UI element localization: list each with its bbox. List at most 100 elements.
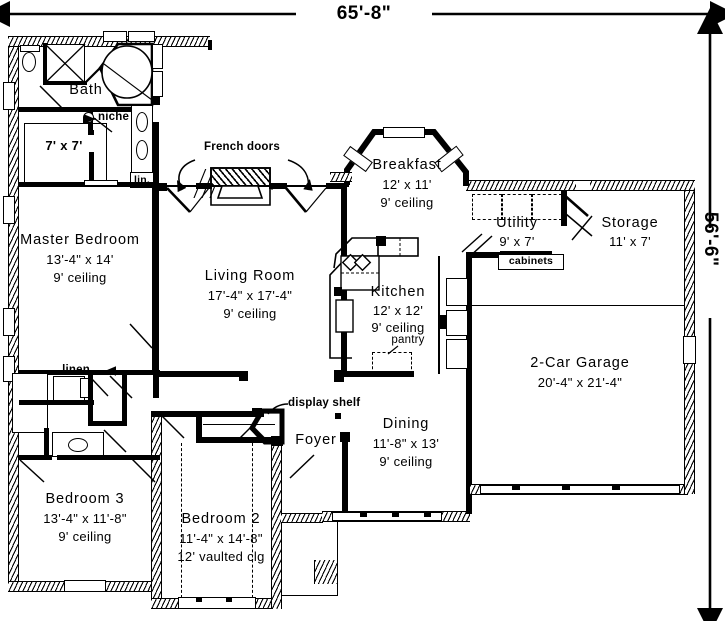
- wall-living-bottom: [159, 371, 247, 377]
- pantry-shelf: [372, 352, 412, 374]
- front-door-mullion-3: [424, 513, 431, 517]
- exterior-wall-bedroom2-left: [151, 411, 162, 609]
- front-door-mullion-2: [392, 513, 399, 517]
- garage-door-mullion-1: [512, 486, 520, 490]
- garage-side-window: [683, 336, 696, 364]
- room-label-bedroom2: Bedroom 2: [181, 511, 261, 527]
- room-label-foyer: Foyer: [295, 432, 337, 448]
- vault-line-left: [181, 443, 182, 598]
- kitchen-cabinet-run-1: [446, 278, 468, 306]
- wall-living-top: [159, 185, 349, 188]
- bath-bay-window-top-1: [103, 31, 127, 42]
- stoop-step-right: [314, 560, 338, 584]
- wall-foyer-closet-v: [196, 413, 202, 441]
- wall-foyer-top-cap: [252, 408, 262, 416]
- window-master-bath-left: [3, 82, 15, 110]
- overall-width-dimension: 65'-8": [336, 3, 392, 24]
- wall-bedroom3-top: [57, 455, 160, 460]
- toilet-tank: [20, 45, 40, 52]
- utility-appliance-1: [472, 194, 502, 220]
- vault-line-right: [252, 443, 253, 598]
- wall-master-right: [152, 186, 159, 372]
- wall-living-top-jamb-3: [269, 183, 287, 189]
- garage-door[interactable]: [480, 485, 680, 494]
- room-ceiling-living-room: 9' ceiling: [223, 306, 277, 321]
- wall-bathbay-corner: [152, 96, 160, 105]
- closet-door-slider[interactable]: [84, 180, 118, 186]
- room-label-living-room: Living Room: [204, 268, 296, 284]
- room-dim-storage: 11' x 7': [609, 234, 651, 249]
- room-dim-living-room: 17'-4" x 17'-4": [207, 288, 293, 303]
- top-wall-break: [576, 181, 590, 190]
- wall-bath-closet-divider: [19, 107, 137, 112]
- garage-door-mullion-2: [562, 486, 570, 490]
- wall-linen-left: [88, 398, 93, 426]
- front-door-mullion-1: [360, 513, 367, 517]
- walkin-closet-7x7: [24, 123, 107, 185]
- vanity-sink-1: [136, 112, 148, 132]
- front-stoop: [281, 520, 338, 596]
- wall-dining-left-stub: [342, 434, 348, 512]
- kitchen-cabinet-run-2: [446, 310, 468, 336]
- room-dim-utility: 9' x 7': [499, 234, 535, 249]
- room-label-kitchen: Kitchen: [370, 284, 426, 300]
- shower-stall: [45, 44, 85, 83]
- garage-door-mullion-3: [612, 486, 620, 490]
- bath-bay-window-right-2: [152, 71, 163, 97]
- front-door[interactable]: [332, 512, 442, 521]
- room-ceiling-bedroom2: 12' vaulted clg: [177, 549, 265, 564]
- wall-master-bottom: [19, 370, 119, 375]
- wall-dining-right: [466, 256, 472, 514]
- room-dim-dining: 11'-8" x 13': [372, 436, 440, 451]
- room-label-storage: Storage: [601, 215, 659, 231]
- wall-living-right: [341, 186, 347, 376]
- window-master-left-1: [3, 196, 15, 224]
- french-door-hatch-fill: [212, 169, 269, 185]
- room-label-bedroom3: Bedroom 3: [45, 491, 125, 507]
- wall-hall-bath2-top: [100, 370, 160, 375]
- overall-height-dimension: 56'-6": [700, 211, 722, 267]
- wall-foyer-bedroom2-top: [152, 411, 264, 417]
- wall-bath2-lower-divider: [44, 428, 49, 458]
- room-label-breakfast: Breakfast: [372, 157, 442, 173]
- wall-shower-bottom: [43, 81, 87, 85]
- pantry-label: pantry: [391, 334, 425, 346]
- cabinets-label-box: cabinets: [498, 254, 564, 270]
- bath-bay-window-right-1: [152, 44, 163, 69]
- wall-kitchen-bottom: [334, 371, 414, 377]
- wall-bath2-right: [88, 375, 93, 403]
- wall-bedroom2-right-jog: [271, 436, 283, 446]
- niche-label: niche: [98, 111, 130, 123]
- room-label-bath: Bath: [69, 82, 103, 98]
- bath2-toilet-bowl: [68, 438, 88, 452]
- vanity-sink-2: [136, 140, 148, 160]
- window-bedroom2-mullion-1: [196, 598, 202, 602]
- room-dim-bedroom2: 11'-4" x 14'-8": [179, 531, 263, 546]
- room-label-master-bedroom: Master Bedroom: [20, 232, 140, 248]
- stoop-step-upper: [281, 513, 323, 523]
- room-dim-master-bedroom: 13'-4" x 14': [46, 252, 114, 267]
- wall-shower-side: [43, 43, 47, 85]
- wall-living-top-jamb-1: [159, 183, 167, 191]
- french-doors-label: French doors: [204, 141, 280, 153]
- wall-dining-top: [335, 413, 341, 419]
- wall-closet-niche-jog-h: [88, 130, 94, 135]
- wall-living-bottom-stub: [239, 371, 248, 381]
- wall-hall-right: [153, 372, 159, 398]
- wall-living-top-jamb-2: [196, 183, 212, 189]
- window-bedroom3-bottom: [64, 580, 106, 592]
- utility-appliance-2: [502, 194, 532, 220]
- wall-kitchen-bottom-stub: [334, 370, 344, 382]
- linen-label: linen: [62, 364, 90, 376]
- wall-bath2-lower-bottom: [19, 455, 52, 460]
- bath-bay-wall-top: [208, 40, 212, 50]
- wall-kitchen-right-thin: [438, 256, 440, 374]
- room-dim-bedroom3: 13'-4" x 11'-8": [43, 511, 127, 526]
- window-bedroom2-bottom: [178, 597, 256, 609]
- display-shelf-label: display shelf: [288, 397, 361, 409]
- window-bedroom2-mullion-2: [226, 598, 232, 602]
- room-label-dining: Dining: [382, 416, 430, 432]
- breakfast-left-return: [330, 172, 352, 182]
- toilet-bowl: [22, 52, 36, 72]
